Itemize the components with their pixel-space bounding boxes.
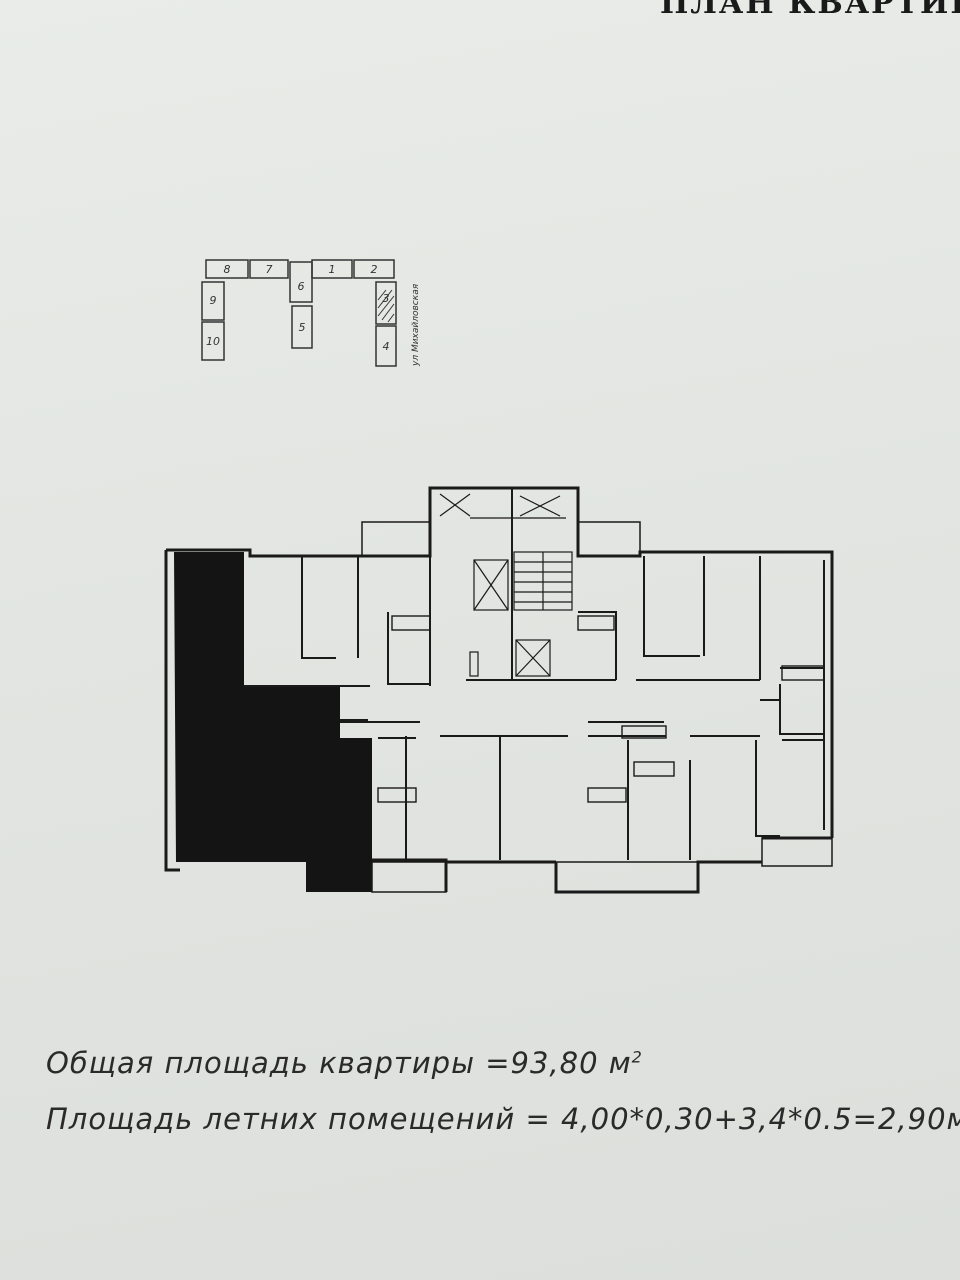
key-plan bbox=[201, 259, 397, 367]
key-label-5: 5 bbox=[299, 321, 306, 334]
balcony-bottom-right bbox=[555, 861, 699, 893]
key-section-5 bbox=[291, 305, 313, 349]
page-heading: ПЛАН КВАРТИР bbox=[660, 0, 960, 21]
key-highlight-hatch bbox=[377, 289, 395, 323]
fixture-5 bbox=[587, 787, 627, 803]
key-label-3: 3 bbox=[383, 292, 390, 305]
summer-area-line: Площадь летних помещений = 4,00*0,30+3,4… bbox=[46, 1102, 960, 1136]
key-section-2 bbox=[353, 259, 395, 279]
total-area-line: Общая площадь квартиры =93,80 м2 bbox=[46, 1046, 643, 1080]
summer-area-unit: м bbox=[947, 1102, 960, 1136]
fixture-3 bbox=[781, 665, 825, 681]
balcony-bottom-left bbox=[371, 861, 447, 893]
total-area-unit-power: 2 bbox=[631, 1047, 643, 1067]
key-labels: 8 7 6 1 2 9 5 3 10 4 bbox=[206, 263, 390, 353]
highlighted-apartment bbox=[174, 552, 372, 892]
total-area-value: =93,80 bbox=[485, 1046, 599, 1080]
key-section-9 bbox=[201, 281, 225, 321]
fixtures bbox=[377, 615, 825, 803]
key-section-6 bbox=[289, 261, 313, 303]
key-section-7 bbox=[249, 259, 289, 279]
key-section-10 bbox=[201, 321, 225, 361]
balcony-top-right bbox=[577, 521, 641, 557]
fixture-2 bbox=[577, 615, 615, 631]
key-section-4 bbox=[375, 325, 397, 367]
total-area-label: Общая площадь квартиры bbox=[46, 1046, 475, 1080]
key-label-8: 8 bbox=[224, 263, 231, 276]
floor-plan bbox=[164, 486, 834, 894]
key-label-1: 1 bbox=[329, 263, 336, 276]
balconies bbox=[361, 521, 833, 893]
balcony-corner bbox=[761, 837, 833, 867]
key-label-10: 10 bbox=[206, 335, 220, 348]
fixture-1 bbox=[391, 615, 431, 631]
key-section-8 bbox=[205, 259, 249, 279]
key-label-7: 7 bbox=[266, 263, 273, 276]
fixture-6 bbox=[633, 761, 675, 777]
key-section-3 bbox=[375, 281, 397, 325]
shaft bbox=[469, 651, 479, 677]
key-label-6: 6 bbox=[298, 280, 305, 293]
key-label-2: 2 bbox=[371, 263, 378, 276]
balcony-top-left bbox=[361, 521, 431, 557]
total-area-unit: м bbox=[608, 1046, 632, 1080]
key-label-9: 9 bbox=[210, 294, 217, 307]
street-label: ул Михайловская bbox=[411, 283, 421, 367]
service-lift bbox=[515, 639, 551, 677]
summer-area-label: Площадь летних помещений bbox=[46, 1102, 516, 1136]
summer-area-value: = 4,00*0,30+3,4*0.5=2,90 bbox=[525, 1102, 947, 1136]
inner-walls bbox=[244, 488, 825, 860]
key-label-4: 4 bbox=[383, 340, 390, 353]
key-section-1 bbox=[311, 259, 353, 279]
elevator bbox=[473, 559, 509, 611]
fixture-4 bbox=[377, 787, 417, 803]
fixture-7 bbox=[621, 725, 667, 739]
stair-core bbox=[439, 493, 573, 677]
